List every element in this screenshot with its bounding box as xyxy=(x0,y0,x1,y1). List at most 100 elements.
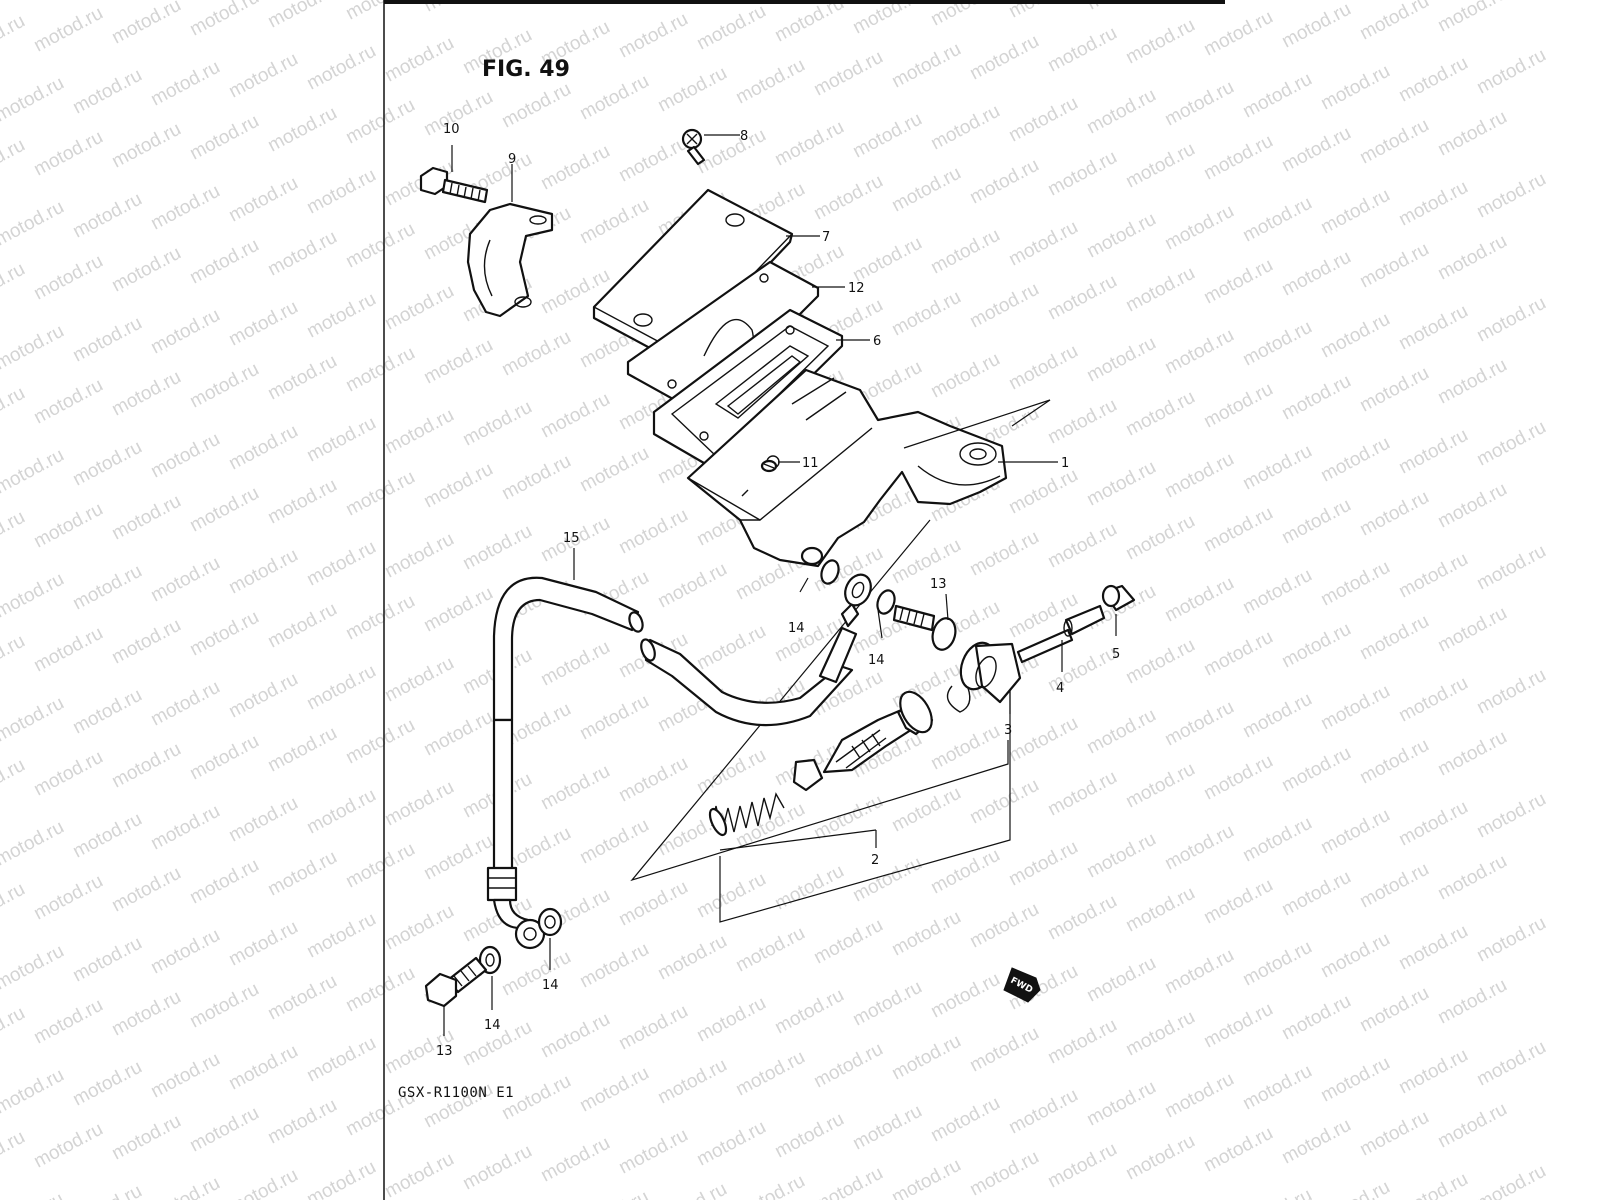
part-8-screw xyxy=(683,130,704,164)
watermark-text: motod.ru xyxy=(1200,7,1276,61)
watermark-text: motod.ru xyxy=(1083,953,1159,1007)
watermark-text: motod.ru xyxy=(186,979,262,1033)
watermark-text: motod.ru xyxy=(0,321,68,375)
watermark-text: motod.ru xyxy=(1239,1061,1315,1115)
callout-13-lower: 13 xyxy=(436,1044,453,1059)
watermark-text: motod.ru xyxy=(1317,185,1393,239)
watermark-text: motod.ru xyxy=(69,1057,145,1111)
watermark-text: motod.ru xyxy=(1161,449,1237,503)
watermark-text: motod.ru xyxy=(1473,541,1549,595)
watermark-text: motod.ru xyxy=(771,985,847,1039)
callout-11: 11 xyxy=(802,456,819,471)
watermark-text: motod.ru xyxy=(1356,0,1432,44)
watermark-text: motod.ru xyxy=(927,349,1003,403)
watermark-text: motod.ru xyxy=(1239,441,1315,495)
watermark-text: motod.ru xyxy=(1356,239,1432,293)
watermark-text: motod.ru xyxy=(30,375,106,429)
watermark-text: motod.ru xyxy=(927,1093,1003,1147)
watermark-text: motod.ru xyxy=(147,925,223,979)
watermark-text: motod.ru xyxy=(927,969,1003,1023)
watermark-text: motod.ru xyxy=(225,1165,301,1200)
watermark-text: motod.ru xyxy=(1317,557,1393,611)
watermark-text: motod.ru xyxy=(498,947,574,1001)
watermark-text: motod.ru xyxy=(108,491,184,545)
watermark-text: motod.ru xyxy=(1044,767,1120,821)
watermark-text: motod.ru xyxy=(1239,193,1315,247)
watermark-text: motod.ru xyxy=(30,3,106,57)
watermark-text: motod.ru xyxy=(1083,209,1159,263)
watermark-text: motod.ru xyxy=(1395,797,1471,851)
watermark-text: motod.ru xyxy=(381,901,457,955)
watermark-text: motod.ru xyxy=(615,1001,691,1055)
callout-5: 5 xyxy=(1112,647,1120,662)
watermark-text: motod.ru xyxy=(615,877,691,931)
callout-13-upper: 13 xyxy=(930,577,947,592)
watermark-text: motod.ru xyxy=(1395,53,1471,107)
watermark-text: motod.ru xyxy=(0,445,68,499)
watermark-text: motod.ru xyxy=(1356,983,1432,1037)
watermark-text: motod.ru xyxy=(381,405,457,459)
watermark-text: motod.ru xyxy=(1005,837,1081,891)
watermark-text: motod.ru xyxy=(810,1039,886,1093)
watermark-text: motod.ru xyxy=(1473,169,1549,223)
watermark-text: motod.ru xyxy=(1200,751,1276,805)
watermark-text: motod.ru xyxy=(927,225,1003,279)
callout-4: 4 xyxy=(1056,681,1064,696)
watermark-text: motod.ru xyxy=(927,0,1003,30)
watermark-text: motod.ru xyxy=(1356,115,1432,169)
watermark-text: motod.ru xyxy=(108,243,184,297)
watermark-text: motod.ru xyxy=(654,1179,730,1200)
watermark-text: motod.ru xyxy=(0,259,29,313)
watermark-text: motod.ru xyxy=(225,669,301,723)
watermark-text: motod.ru xyxy=(264,1095,340,1149)
watermark-text: motod.ru xyxy=(342,715,418,769)
watermark-text: motod.ru xyxy=(0,569,68,623)
watermark-text: motod.ru xyxy=(147,181,223,235)
watermark-text: motod.ru xyxy=(1239,813,1315,867)
watermark-text: motod.ru xyxy=(420,831,496,885)
watermark-text: motod.ru xyxy=(69,685,145,739)
watermark-text: motod.ru xyxy=(1044,271,1120,325)
watermark-text: motod.ru xyxy=(888,783,964,837)
callout-14-upper-right: 14 xyxy=(868,653,885,668)
watermark-text: motod.ru xyxy=(1473,417,1549,471)
watermark-text: motod.ru xyxy=(1395,1045,1471,1099)
watermark-text: motod.ru xyxy=(1122,883,1198,937)
watermark-text: motod.ru xyxy=(1005,341,1081,395)
watermark-text: motod.ru xyxy=(1395,177,1471,231)
watermark-text: motod.ru xyxy=(0,755,29,809)
watermark-text: motod.ru xyxy=(537,761,613,815)
watermark-text: motod.ru xyxy=(381,1149,457,1200)
watermark-text: motod.ru xyxy=(1278,495,1354,549)
watermark-text: motod.ru xyxy=(1278,743,1354,797)
watermark-text: motod.ru xyxy=(1473,45,1549,99)
watermark-text: motod.ru xyxy=(1395,921,1471,975)
watermark-text: motod.ru xyxy=(186,855,262,909)
watermark-text: motod.ru xyxy=(1044,1139,1120,1193)
watermark-text: motod.ru xyxy=(732,1171,808,1200)
watermark-text: motod.ru xyxy=(342,963,418,1017)
watermark-text: motod.ru xyxy=(1161,821,1237,875)
watermark-text: motod.ru xyxy=(1122,15,1198,69)
watermark-text: motod.ru xyxy=(225,545,301,599)
watermark-text: motod.ru xyxy=(771,117,847,171)
watermark-text: motod.ru xyxy=(1122,1007,1198,1061)
watermark-text: motod.ru xyxy=(1122,139,1198,193)
watermark-text: motod.ru xyxy=(1083,333,1159,387)
watermark-text: motod.ru xyxy=(849,853,925,907)
watermark-text: motod.ru xyxy=(498,451,574,505)
watermark-text: motod.ru xyxy=(186,607,262,661)
watermark-text: motod.ru xyxy=(1161,697,1237,751)
watermark-text: motod.ru xyxy=(927,101,1003,155)
watermark-text: motod.ru xyxy=(1239,689,1315,743)
watermark-text: motod.ru xyxy=(888,535,964,589)
watermark-text: motod.ru xyxy=(303,165,379,219)
watermark-text: motod.ru xyxy=(264,351,340,405)
watermark-text: motod.ru xyxy=(186,483,262,537)
watermark-text: motod.ru xyxy=(576,195,652,249)
watermark-text: motod.ru xyxy=(576,71,652,125)
watermark-text: motod.ru xyxy=(693,993,769,1047)
watermark-text: motod.ru xyxy=(888,1031,964,1085)
watermark-text: motod.ru xyxy=(693,1,769,55)
